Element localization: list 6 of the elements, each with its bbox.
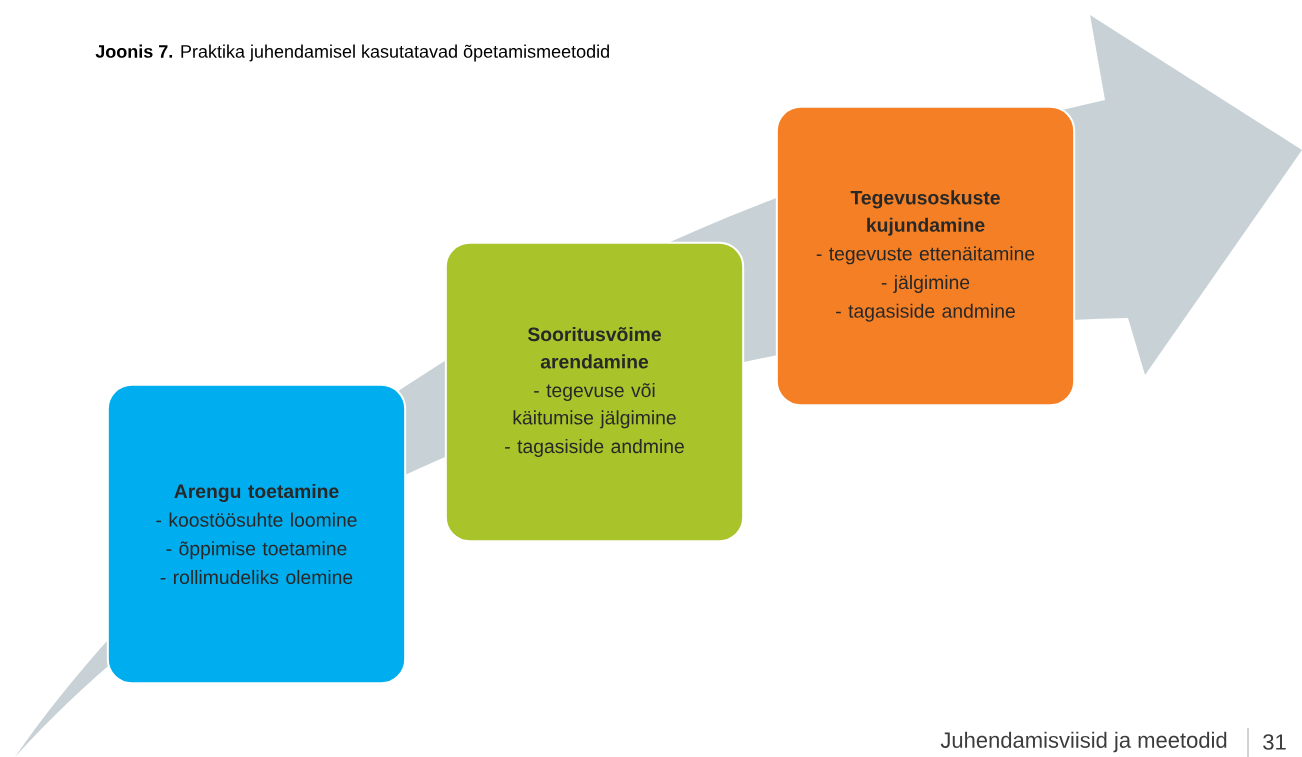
process-box: Arengu toetamine - koostöösuhte loomine - õppimise toetamine - rollimudeliks olemine bbox=[106, 383, 407, 685]
process-box: Sooritusvõime arendamine - tegevuse või käitumise jälgimine - tagasiside andmine bbox=[444, 241, 745, 543]
figure-caption: Joonis 7. Praktika juhendamisel kasutatavad õpetamismeetodid bbox=[95, 44, 609, 62]
process-box: Tegevusoskuste kujundamine - tegevuste ettenäitamine - jälgimine - tagasiside andmine bbox=[775, 105, 1076, 407]
footer-text: Juhendamisviisid ja meetodid bbox=[940, 731, 1227, 753]
page-number: 31 bbox=[1263, 734, 1286, 750]
